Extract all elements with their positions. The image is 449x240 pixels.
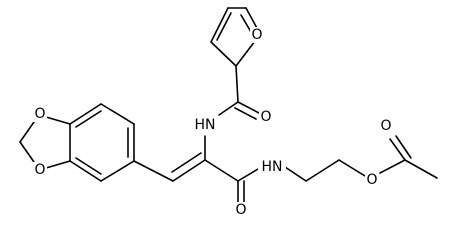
furan-oxygen-label: O [250, 27, 264, 43]
ester-oxygen-label: O [365, 172, 379, 188]
amide2-nh-text: HN [262, 159, 283, 175]
amide1-oxygen-label: O [259, 109, 273, 125]
dioxole-oxygen-lower-label: O [33, 162, 47, 178]
acetyl-oxygen-label: O [379, 118, 393, 134]
furan-oxygen-text: O [251, 27, 262, 43]
amide2-oxygen-text: O [235, 202, 246, 218]
dioxole-oxygen-upper-text: O [34, 106, 45, 122]
amide1-nh-text: HN [195, 117, 216, 133]
bond-lines [19, 7, 438, 203]
ester-oxygen-text: O [366, 172, 377, 188]
amide2-nh-label: HN [258, 158, 286, 176]
dioxole-oxygen-upper-label: O [33, 106, 47, 122]
molecule-structure: O HN O O O HN O O [19, 7, 438, 218]
amide1-oxygen-text: O [260, 109, 271, 125]
atom-labels: O HN O O O HN O O [33, 27, 393, 218]
dioxole-oxygen-lower-text: O [34, 162, 45, 178]
amide2-oxygen-label: O [234, 202, 248, 218]
amide1-nh-label: HN [191, 116, 219, 134]
acetyl-oxygen-text: O [380, 118, 391, 134]
